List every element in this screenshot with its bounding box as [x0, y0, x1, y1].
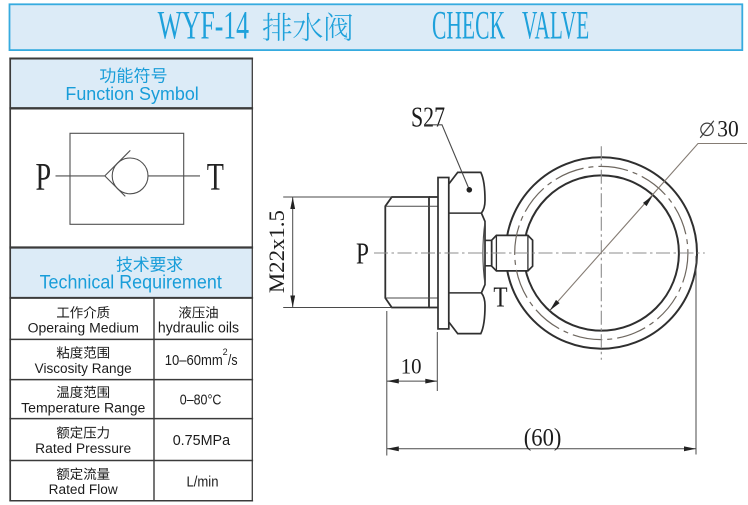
svg-text:Function Symbol: Function Symbol: [65, 83, 198, 104]
svg-text:2: 2: [223, 347, 228, 357]
svg-text:Rated Pressure: Rated Pressure: [35, 441, 131, 456]
svg-text:Viscosity Range: Viscosity Range: [35, 361, 132, 376]
svg-text:L/min: L/min: [187, 473, 219, 490]
svg-text:CHECK: CHECK: [432, 4, 505, 48]
svg-text:30: 30: [717, 117, 739, 142]
svg-text:Temperature Range: Temperature Range: [21, 400, 145, 415]
svg-text:P: P: [356, 236, 369, 270]
svg-text:hydraulic oils: hydraulic oils: [158, 320, 239, 337]
svg-text:VALVE: VALVE: [522, 4, 589, 48]
svg-text:/s: /s: [228, 352, 238, 369]
svg-text:S27: S27: [411, 103, 445, 134]
svg-text:T: T: [207, 156, 224, 198]
svg-text:M22x1.5: M22x1.5: [264, 210, 289, 293]
svg-text:P: P: [36, 156, 52, 198]
svg-text:WYF-14: WYF-14: [158, 4, 249, 48]
svg-text:0.75MPa: 0.75MPa: [173, 432, 231, 449]
svg-text:10: 10: [401, 353, 422, 378]
svg-text:Technical Requirement: Technical Requirement: [40, 273, 223, 294]
svg-text:0–80°C: 0–80°C: [180, 392, 222, 409]
svg-text:Rated Flow: Rated Flow: [49, 482, 118, 497]
svg-text:T: T: [493, 281, 507, 313]
svg-text:Operaing Medium: Operaing Medium: [28, 321, 139, 336]
svg-text:10–60mm: 10–60mm: [165, 352, 223, 369]
svg-text:(60): (60): [524, 425, 562, 452]
